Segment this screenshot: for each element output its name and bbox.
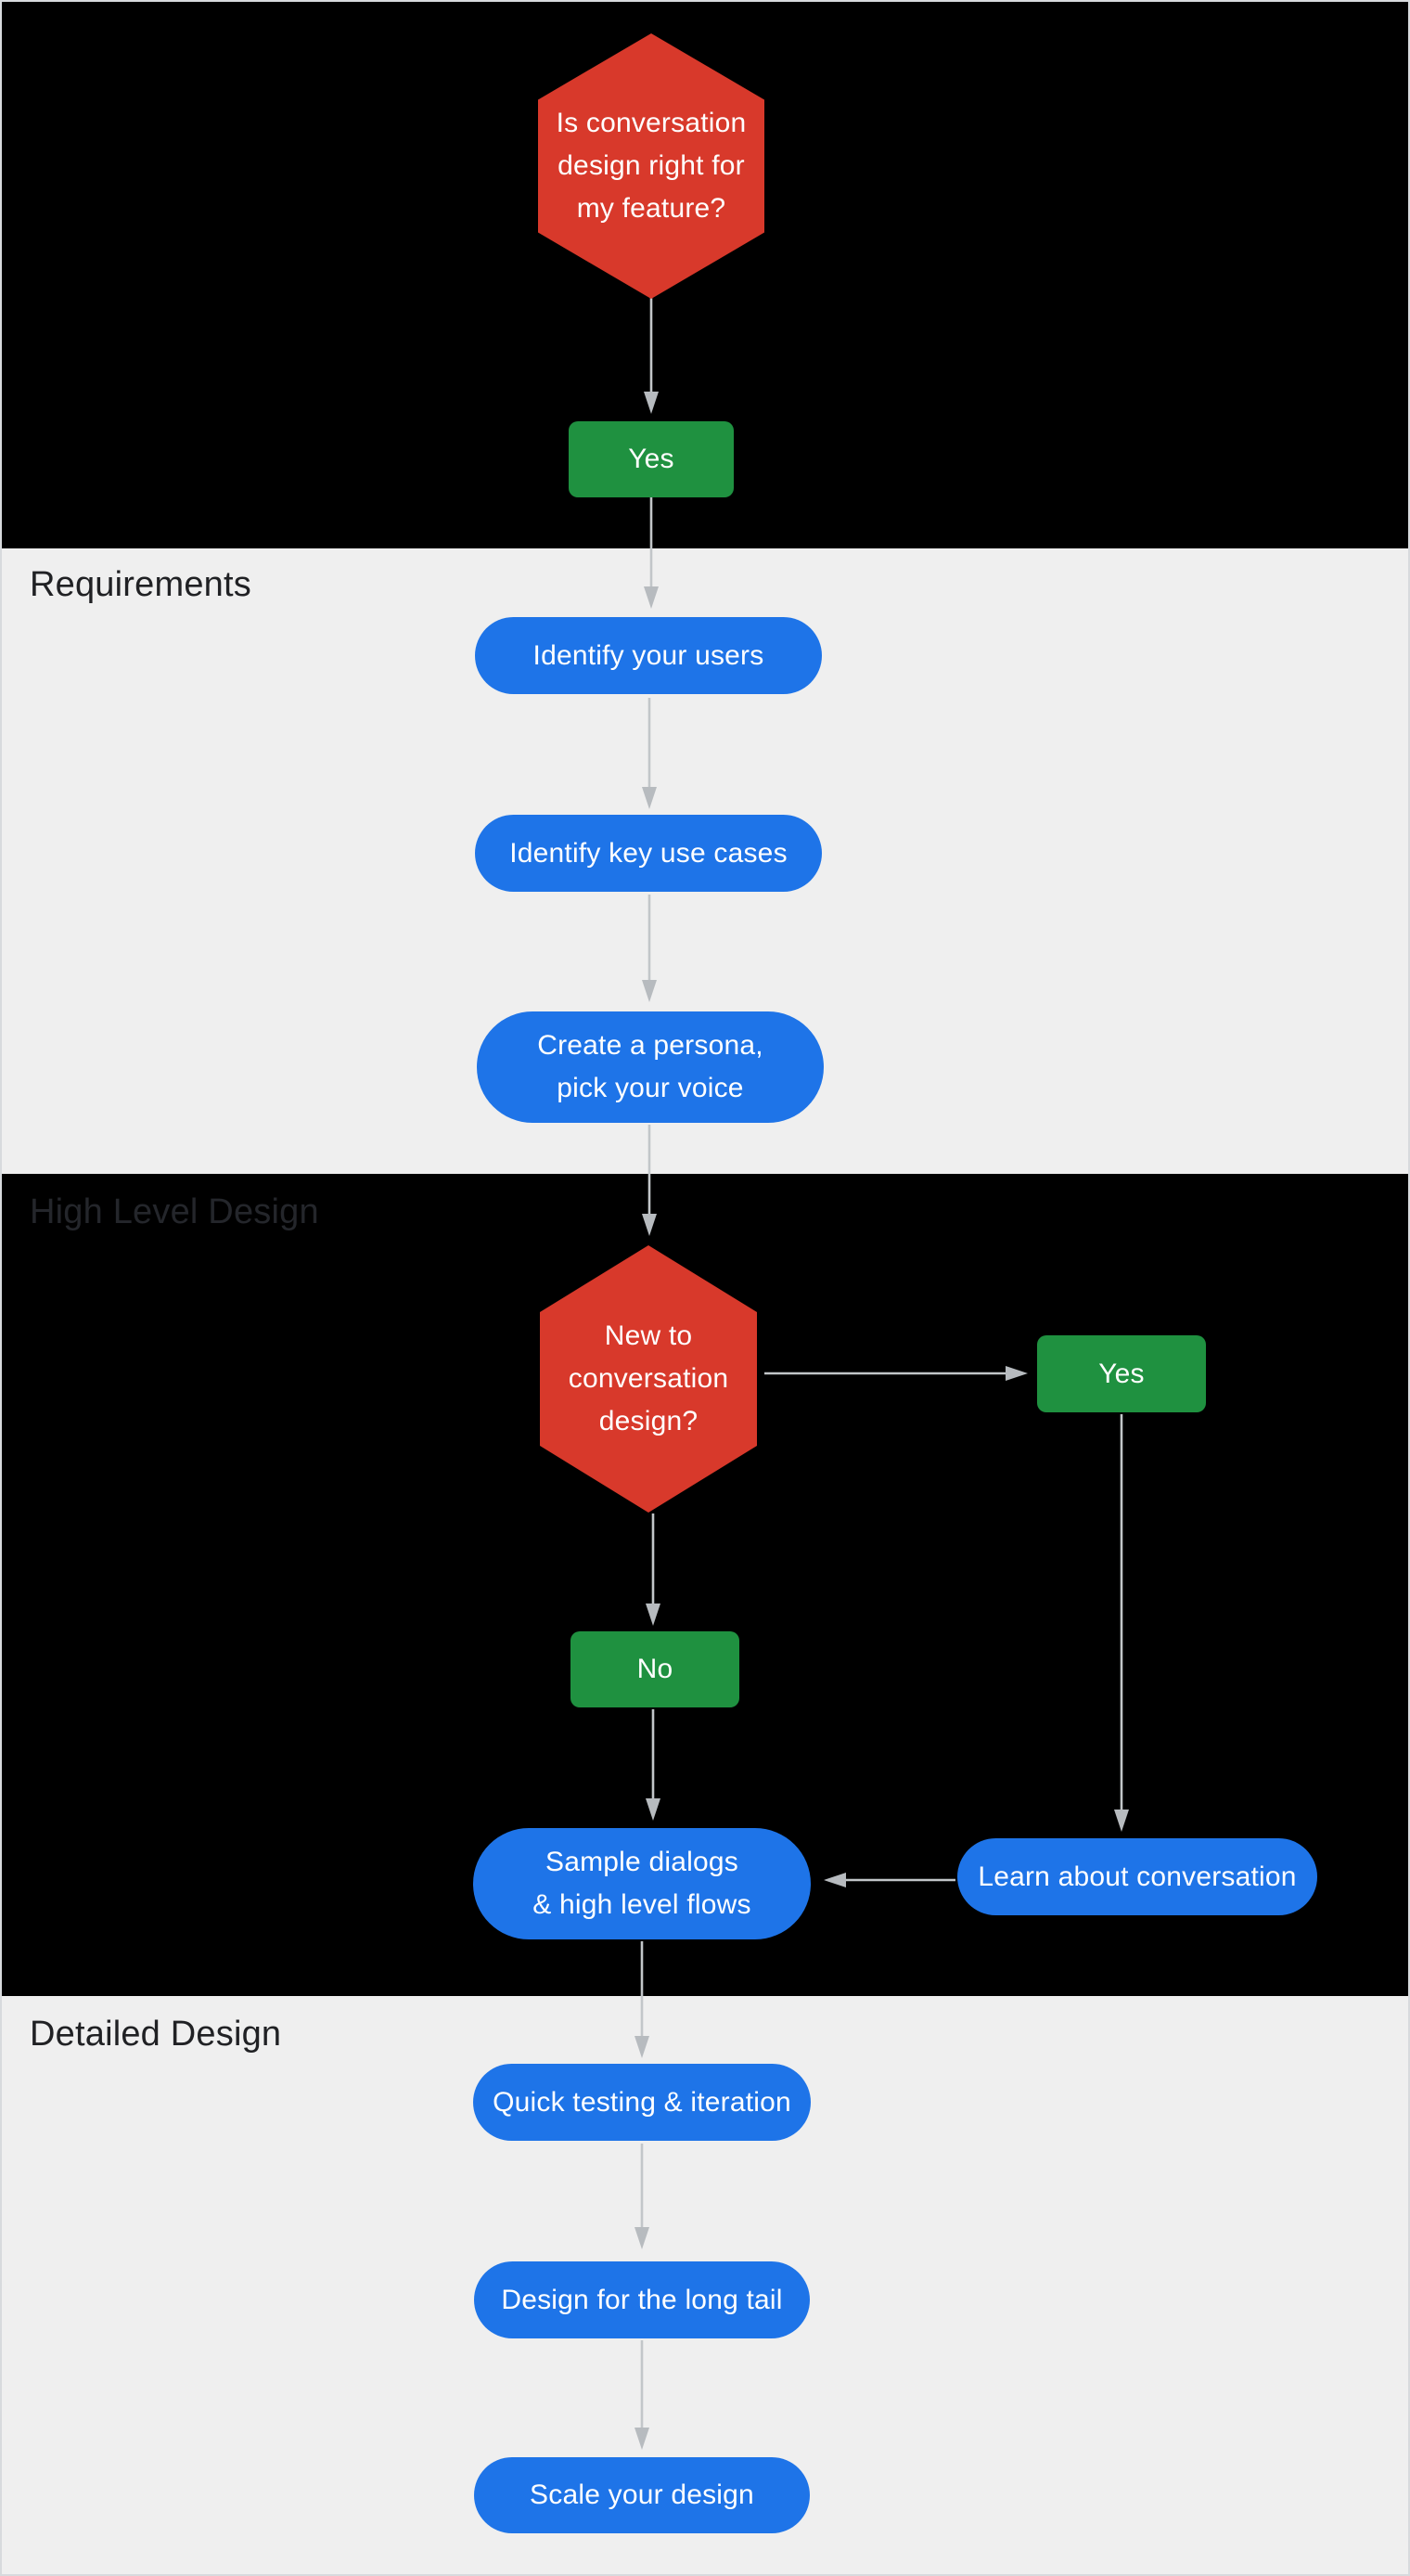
- step-scale-your-design[interactable]: Scale your design: [474, 2457, 810, 2533]
- decision-hexagon-new-to-conversation-design: New to conversation design?: [540, 1245, 757, 1513]
- step-design-for-the-long-tail[interactable]: Design for the long tail: [474, 2261, 810, 2338]
- section-label-high-level-design: High Level Design: [30, 1192, 319, 1231]
- yes-button-new-to-cd[interactable]: Yes: [1037, 1335, 1206, 1412]
- step-identify-key-use-cases[interactable]: Identify key use cases: [475, 815, 822, 892]
- no-button-new-to-cd[interactable]: No: [570, 1631, 739, 1707]
- section-label-detailed-design: Detailed Design: [30, 2015, 282, 2054]
- step-identify-your-users[interactable]: Identify your users: [475, 617, 822, 694]
- section-label-requirements: Requirements: [30, 565, 251, 604]
- decision-hexagon-feature: Is conversation design right for my feat…: [538, 33, 764, 299]
- step-sample-dialogs-high-level-flows[interactable]: Sample dialogs & high level flows: [473, 1828, 811, 1939]
- step-create-persona-pick-voice[interactable]: Create a persona, pick your voice: [477, 1011, 824, 1123]
- step-learn-about-conversation[interactable]: Learn about conversation: [957, 1838, 1317, 1915]
- step-quick-testing-iteration[interactable]: Quick testing & iteration: [473, 2064, 811, 2141]
- yes-button-feature[interactable]: Yes: [569, 421, 734, 497]
